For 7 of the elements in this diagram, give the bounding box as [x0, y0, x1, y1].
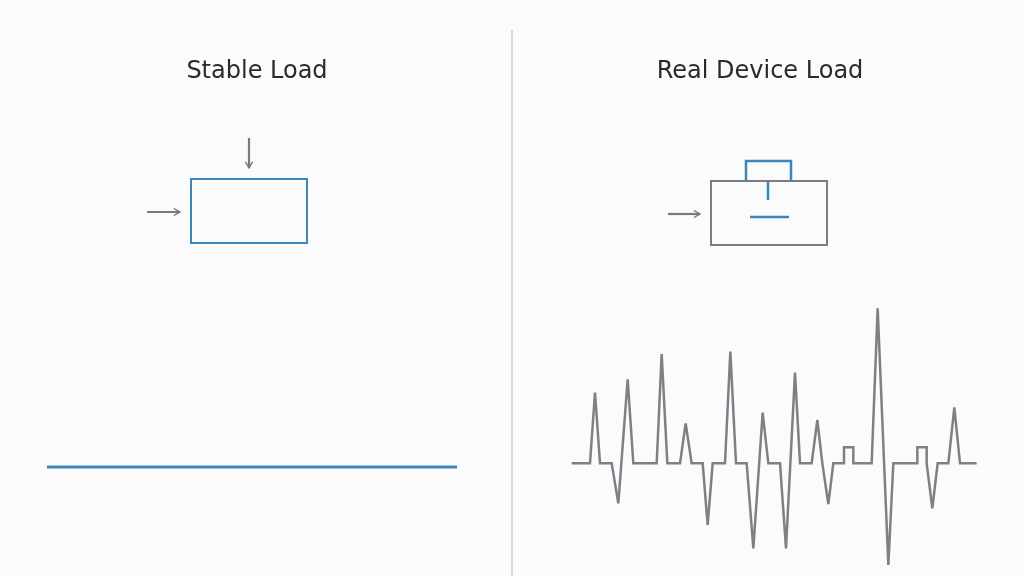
arrow	[147, 207, 181, 217]
rectangle-box	[190, 178, 308, 244]
panel-heading: Stable Load	[185, 56, 329, 84]
panel-heading: Real Device Load	[655, 56, 865, 84]
arrow	[244, 138, 254, 169]
arrow	[668, 209, 701, 219]
device-box	[710, 180, 828, 246]
